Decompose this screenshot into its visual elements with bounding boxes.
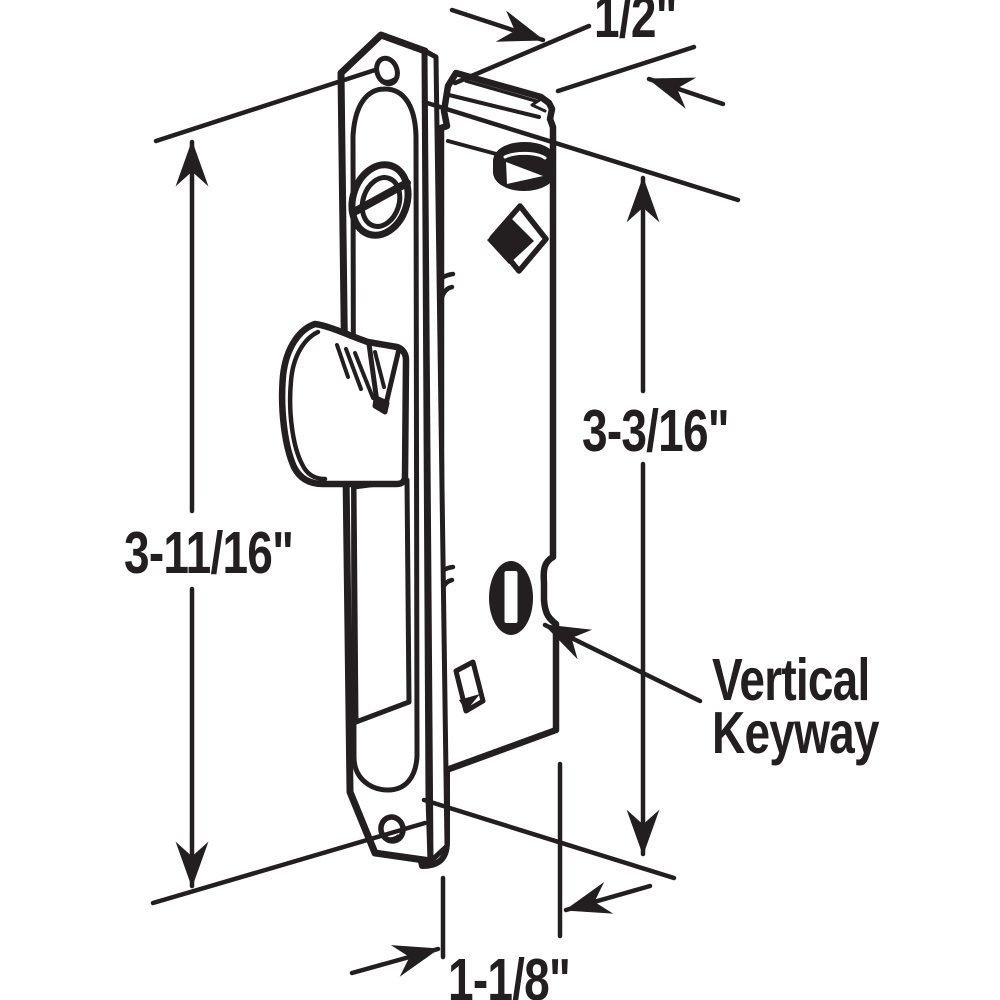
parallelogram-hole <box>453 659 486 714</box>
dim-label-left: 3-11/16" <box>124 520 294 586</box>
bracket-bottom-line <box>447 93 541 119</box>
dim-top-half-inch <box>449 7 726 109</box>
dim-arrow <box>349 945 441 977</box>
extension-line <box>421 99 741 203</box>
dim-label-right: 3-3/16" <box>582 398 730 464</box>
parallelogram-hole-shadow <box>459 694 480 711</box>
dim-arrow <box>563 882 653 914</box>
body-top-edge <box>446 139 502 157</box>
latch-lever-outline <box>278 320 410 488</box>
dim-label-bottom: 1-1/8" <box>448 947 571 1000</box>
dim-arrow <box>449 7 546 43</box>
latch-lever <box>278 320 410 488</box>
extension-line <box>421 797 677 881</box>
latch-lever-hatching <box>335 343 386 400</box>
keyway-callout-line1: Vertical <box>712 647 870 713</box>
dim-label-top: 1/2" <box>594 0 677 50</box>
latch-lever-edge-line <box>287 329 328 482</box>
lock-body <box>416 69 560 869</box>
retainer-hook-wedge <box>506 162 543 184</box>
keyway-hole <box>489 561 533 635</box>
bracket-top-inner-line <box>464 79 538 103</box>
extension-line <box>150 820 428 906</box>
retainer-hook <box>493 142 556 191</box>
dim-bottom-width <box>349 761 653 977</box>
keyway-callout-line2: Keyway <box>712 700 880 766</box>
extension-line <box>555 44 697 94</box>
latch-cutout <box>351 477 412 725</box>
diamond-hole-inner <box>487 218 534 264</box>
extension-line <box>153 67 378 144</box>
dim-left-faceplate-length <box>150 67 428 906</box>
dimension-lines <box>150 7 741 977</box>
keyway-callout-arrow <box>542 622 703 704</box>
dim-right-body-height <box>421 99 741 881</box>
faceplate-inner-arch <box>350 86 420 793</box>
screw-head <box>348 161 412 239</box>
screw-hole-top <box>374 55 400 87</box>
faceplate-side-strip <box>422 48 450 864</box>
extension-line <box>452 23 592 86</box>
retainer-hook-highlight <box>503 151 547 160</box>
bracket-end-notch <box>530 97 547 113</box>
dim-arrow <box>646 76 726 109</box>
latch-lever-notch <box>366 341 402 415</box>
keyway-callout-label: Vertical Keyway <box>712 647 880 766</box>
